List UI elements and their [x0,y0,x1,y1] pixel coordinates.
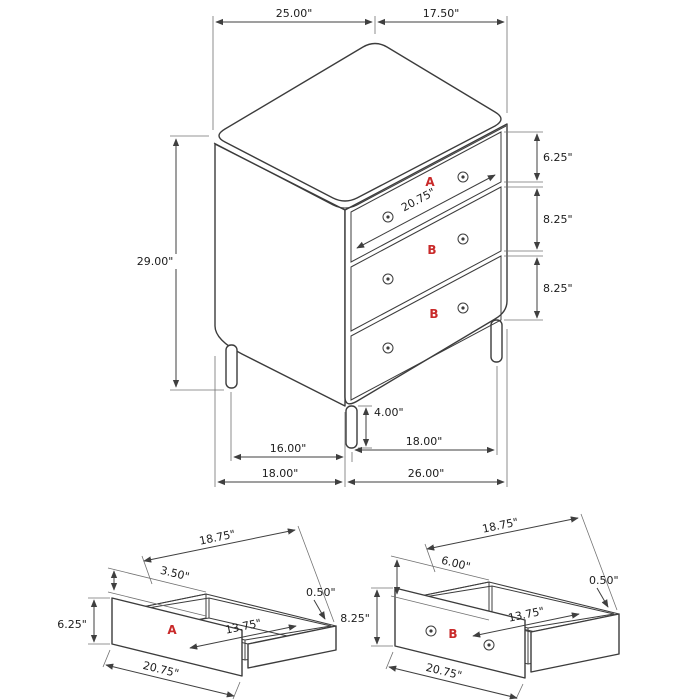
dim-base-depth-label: 18.00" [262,467,299,480]
dim-span-right-label: 18.00" [406,435,443,448]
dim-right-h1-label: 6.25" [543,151,573,164]
drawer-b-label: B [448,627,457,641]
b-dim-front-height: 8.25" [340,587,393,647]
a-dim-thickness: 0.50" [306,586,336,620]
dim-drawer-heights: 6.25" 8.25" 8.25" [504,131,573,321]
dim-height: 29.00" [132,135,224,391]
dim-leg-height: 4.00" [358,405,404,449]
leg-left [225,344,238,389]
b-dim-width-label: 20.75" [425,661,464,682]
b-dim-front-height-label: 8.25" [340,612,370,625]
main-label-b1: B [427,243,436,257]
dim-right-h2-label: 8.25" [543,213,573,226]
b-dim-wall-height-label: 6.00" [440,554,472,574]
side-panel [214,143,346,407]
dim-height-label: 29.00" [137,255,174,268]
dim-base-width-label: 26.00" [408,467,445,480]
a-dim-front-height: 6.25" [57,597,110,645]
drawer-b-detail-view: B 8.25" 6.00" 18.75" 0.50" 13.75" [340,513,620,700]
a-dim-depth-label: 18.75" [198,528,236,548]
a-dim-thickness-label: 0.50" [306,586,336,599]
b-knobs [425,625,495,651]
drawer-b2-front [350,255,502,401]
b-dim-interior-label: 13.75" [507,605,545,625]
leg-front [345,405,358,449]
main-label-b2: B [429,307,438,321]
dim-top-width: 25.00" 17.50" [212,7,508,130]
b-dim-thickness: 0.50" [589,574,619,608]
a-dim-interior-label: 13.75" [224,617,262,637]
dim-right-h3-label: 8.25" [543,282,573,295]
dim-leg-height-label: 4.00" [374,406,404,419]
dim-bottom: 16.00" 18.00" 18.00" 26.00" [214,329,508,487]
leg-right [490,319,503,363]
chest-top [218,42,502,202]
dim-top-depth-label: 17.50" [423,7,460,20]
drawer-a-front [350,131,502,263]
drawer-a-label: A [167,623,177,637]
drawer-a-detail-view: A 6.25" 3.50" 18.75" 0.50" 13.75" [57,525,337,700]
a-dim-front-height-label: 6.25" [57,618,87,631]
dim-top-width-label: 25.00" [276,7,313,20]
a-dim-width-label: 20.75" [142,659,181,680]
b-front-panel [394,587,526,679]
dim-span-left-label: 16.00" [270,442,307,455]
b-dim-thickness-label: 0.50" [589,574,619,587]
b-dim-depth-label: 18.75" [481,516,519,536]
main-chest-view: A B B 25.00" 17.50" 29.00" [132,7,573,487]
a-front-panel [111,597,243,677]
b-right-wall [530,613,620,673]
a-dim-wall-height-label: 3.50" [159,564,191,584]
